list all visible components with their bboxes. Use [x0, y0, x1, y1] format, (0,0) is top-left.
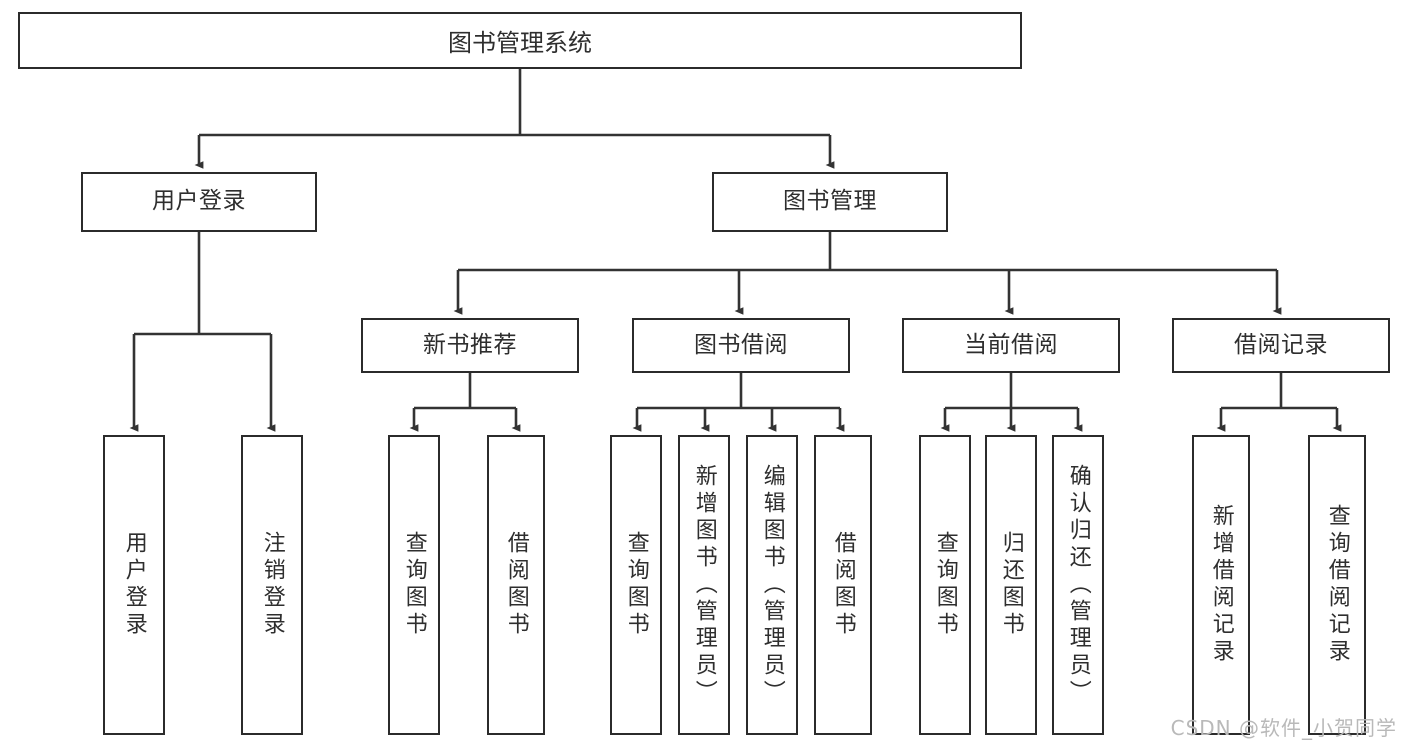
node-label: 借阅图书: [503, 531, 529, 639]
node-leaf-add-borrow-record[interactable]: 新增借阅记录: [1192, 435, 1250, 735]
node-leaf-user-login[interactable]: 用户登录: [103, 435, 165, 735]
node-leaf-borrow-book-1[interactable]: 借阅图书: [487, 435, 545, 735]
node-label: 查询图书: [401, 531, 427, 639]
node-label: 查询图书: [623, 531, 649, 639]
node-label: 编辑图书（管理员）: [759, 463, 785, 707]
node-leaf-add-book-admin[interactable]: 新增图书（管理员）: [678, 435, 730, 735]
node-label: 新增图书（管理员）: [691, 463, 717, 707]
node-label: 当前借阅: [964, 331, 1058, 358]
node-leaf-return-book[interactable]: 归还图书: [985, 435, 1037, 735]
node-leaf-borrow-book-2[interactable]: 借阅图书: [814, 435, 872, 735]
node-leaf-user-logout[interactable]: 注销登录: [241, 435, 303, 735]
node-label: 确认归还（管理员）: [1065, 463, 1091, 707]
node-leaf-query-book-1[interactable]: 查询图书: [388, 435, 440, 735]
node-label: 用户登录: [152, 188, 246, 215]
node-label: 归还图书: [998, 531, 1024, 639]
node-label: 新增借阅记录: [1208, 504, 1234, 666]
watermark-text: CSDN @软件_小贺同学: [1170, 716, 1397, 740]
node-book-borrow[interactable]: 图书借阅: [632, 318, 850, 373]
node-label: 查询借阅记录: [1324, 504, 1350, 666]
node-root-system[interactable]: 图书管理系统: [18, 12, 1022, 69]
node-book-manage[interactable]: 图书管理: [712, 172, 948, 232]
node-label: 查询图书: [932, 531, 958, 639]
node-label: 借阅图书: [830, 531, 856, 639]
node-leaf-confirm-return[interactable]: 确认归还（管理员）: [1052, 435, 1104, 735]
node-borrow-record[interactable]: 借阅记录: [1172, 318, 1390, 373]
node-user-login[interactable]: 用户登录: [81, 172, 317, 232]
node-leaf-query-borrow-record[interactable]: 查询借阅记录: [1308, 435, 1366, 735]
node-label: 用户登录: [121, 531, 147, 639]
node-current-borrow[interactable]: 当前借阅: [902, 318, 1120, 373]
node-label: 图书管理: [783, 188, 877, 215]
node-leaf-query-book-2[interactable]: 查询图书: [610, 435, 662, 735]
node-label: 图书管理系统: [448, 29, 592, 57]
node-leaf-edit-book-admin[interactable]: 编辑图书（管理员）: [746, 435, 798, 735]
node-new-book-recommend[interactable]: 新书推荐: [361, 318, 579, 373]
node-label: 注销登录: [259, 531, 285, 639]
node-label: 借阅记录: [1234, 331, 1328, 358]
node-label: 新书推荐: [423, 331, 517, 358]
node-leaf-query-book-3[interactable]: 查询图书: [919, 435, 971, 735]
node-label: 图书借阅: [694, 331, 788, 358]
